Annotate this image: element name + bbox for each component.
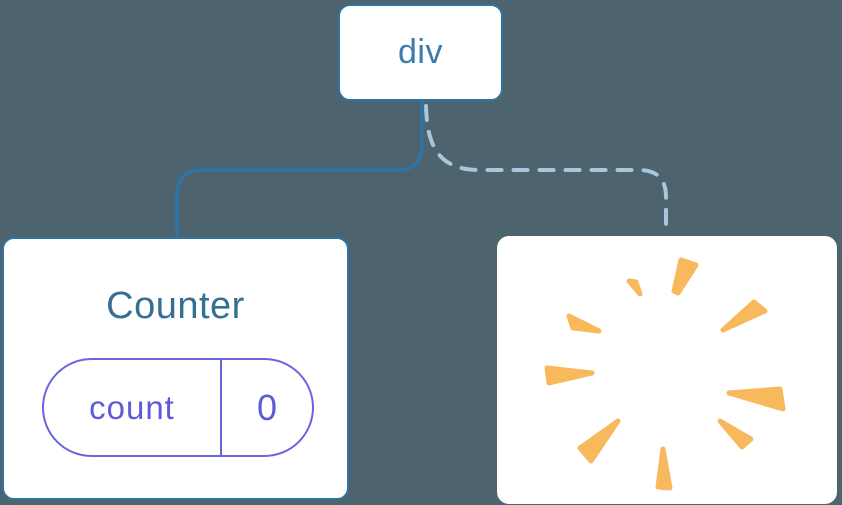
root-node-div: div (338, 4, 503, 101)
removed-node (497, 236, 837, 504)
root-node-label: div (398, 33, 443, 71)
counter-node: Counter count 0 (2, 237, 349, 500)
state-value-label: 0 (256, 386, 278, 428)
solid-edge-to-counter (175, 100, 424, 238)
state-value-cell: 0 (222, 360, 312, 455)
poof-icon (544, 257, 786, 491)
dashed-edge-to-removed (424, 104, 668, 236)
state-pill: count 0 (42, 358, 314, 457)
counter-node-title: Counter (106, 285, 245, 327)
state-name-cell: count (44, 360, 222, 455)
state-name-label: count (89, 388, 175, 426)
